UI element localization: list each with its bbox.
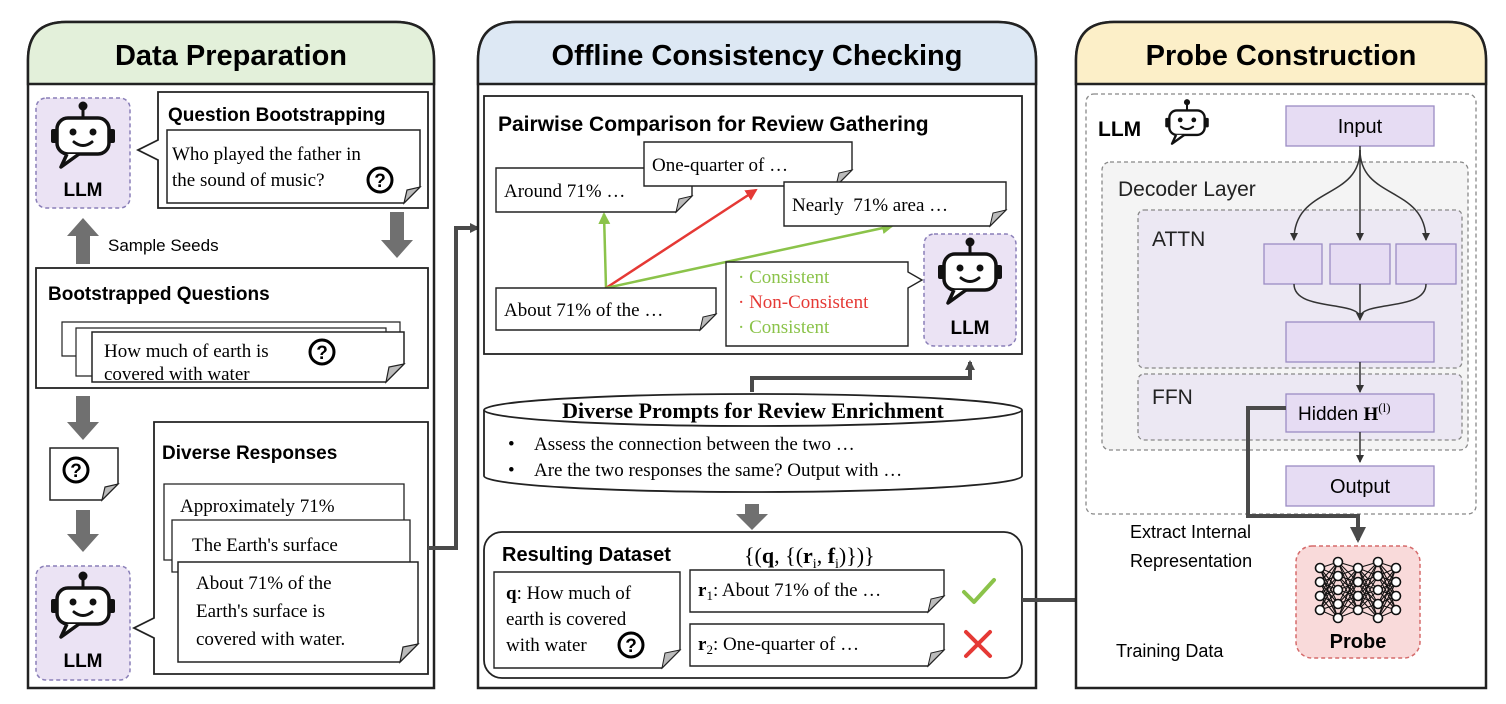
attention-head (1263, 243, 1323, 285)
question-mark-icon (62, 456, 90, 484)
response-1: Approximately 71% (180, 496, 335, 517)
prompt-bullet: • (508, 434, 515, 455)
attn-label: ATTN (1152, 228, 1205, 251)
bootstrapped-question-line1: How much of earth is (104, 341, 269, 362)
attention-head (1395, 243, 1457, 285)
cross-icon (964, 630, 992, 658)
dataset-formula: {(q, {(ri, fi)})} (744, 543, 875, 572)
response-nearly: Nearly 71% area … (792, 195, 948, 216)
llm-label: LLM (63, 651, 102, 672)
prompt-item-1: Assess the connection between the two … (534, 434, 855, 455)
llm-badge-bottom: LLM (35, 565, 131, 681)
down-arrow-icon (736, 504, 768, 530)
response-3-line2: Earth's surface is (196, 601, 325, 622)
resulting-dataset-title: Resulting Dataset (502, 544, 671, 566)
probe-construction-panel: Probe Construction LLM Decoder Layer ATT… (1074, 20, 1488, 690)
down-arrow-icon (67, 396, 99, 440)
llm-label: LLM (950, 318, 989, 339)
review-row-2-text: r2: One-quarter of … (698, 634, 859, 657)
bootstrapped-question-line2: covered with water (104, 364, 250, 385)
response-3-line1: About 71% of the (196, 573, 332, 594)
consistency-arrow (598, 212, 611, 289)
consistency-arrow (605, 222, 894, 290)
extract-label-line1: Extract Internal (1130, 522, 1251, 542)
question-bootstrapping-title: Question Bootstrapping (168, 105, 385, 126)
verdict-card (725, 261, 924, 347)
check-icon (962, 578, 996, 604)
decoder-layer-label: Decoder Layer (1118, 178, 1256, 201)
offline-consistency-title: Offline Consistency Checking (552, 40, 963, 72)
query-line3: with water (506, 635, 587, 656)
output-label: Output (1330, 476, 1390, 498)
diverse-responses-title: Diverse Responses (162, 443, 337, 464)
question-mark-icon (617, 631, 645, 659)
consistency-arrow (605, 188, 758, 290)
sample-seeds-label: Sample Seeds (108, 236, 219, 255)
pairwise-comparison-card: Pairwise Comparison for Review Gathering… (483, 95, 1023, 355)
question-card-small (49, 447, 120, 502)
response-quarter: One-quarter of … (652, 155, 788, 176)
output-module (1285, 465, 1435, 507)
llm-arch-label: LLM (1098, 118, 1141, 141)
data-preparation-panel: Data Preparation LLM Question Bootstrapp… (26, 20, 436, 690)
response-around: Around 71% … (504, 181, 625, 202)
verdict-2: · Non-Consistent (738, 292, 869, 313)
down-arrow-icon (67, 510, 99, 552)
prompt-item-2: Are the two responses the same? Output w… (534, 460, 902, 481)
query-line2: earth is covered (506, 609, 627, 630)
data-preparation-title: Data Preparation (115, 40, 347, 72)
probe-model: Probe (1295, 545, 1421, 659)
connector (1359, 149, 1430, 241)
resulting-dataset-card: Resulting Dataset {(q, {(ri, fi)})} q: H… (483, 531, 1023, 679)
seed-question-line2: the sound of music? (172, 170, 325, 191)
attention-head (1329, 243, 1391, 285)
hidden-state-module (1285, 393, 1435, 433)
down-arrow-icon (381, 212, 413, 258)
pairwise-comparison-title: Pairwise Comparison for Review Gathering (498, 113, 929, 136)
question-mark-icon (308, 338, 336, 366)
llm-label: LLM (63, 180, 102, 201)
ffn-label: FFN (1152, 386, 1193, 409)
prompt-bullet: • (508, 460, 515, 481)
input-module (1285, 105, 1435, 147)
response-3-line3: covered with water. (196, 629, 345, 650)
query-line1: q: How much of (506, 583, 632, 604)
offline-consistency-panel: Offline Consistency Checking Pairwise Co… (476, 20, 1038, 690)
verdict-1: · Consistent (738, 267, 830, 288)
question-bootstrapping-card: Question Bootstrapping Who played the fa… (135, 91, 429, 209)
flow-arrow (428, 223, 480, 550)
up-arrow-icon (67, 218, 99, 264)
training-data-label: Training Data (1116, 641, 1224, 661)
diverse-responses-card: Diverse Responses Approximately 71% The … (131, 421, 429, 675)
hidden-state-label: Hidden H(l) (1298, 400, 1391, 425)
bootstrapped-questions-title: Bootstrapped Questions (48, 284, 270, 305)
verdict-3: · Consistent (738, 317, 830, 338)
extract-label-line2: Representation (1130, 551, 1252, 571)
llm-badge-judge: LLM (923, 233, 1017, 347)
llm-badge-top: LLM (35, 97, 131, 209)
diverse-prompts-title: Diverse Prompts for Review Enrichment (562, 398, 944, 423)
probe-construction-title: Probe Construction (1146, 40, 1417, 72)
bootstrapped-questions-card: Bootstrapped Questions How much of earth… (35, 267, 429, 389)
response-about: About 71% of the … (504, 300, 663, 321)
question-mark-icon (366, 166, 394, 194)
response-2: The Earth's surface (192, 535, 338, 556)
probe-label: Probe (1330, 631, 1387, 653)
diverse-prompts-cylinder: Diverse Prompts for Review Enrichment • … (483, 393, 1023, 493)
seed-question-line1: Who played the father in (172, 144, 361, 165)
attention-output (1285, 321, 1435, 363)
extract-arrow (1246, 406, 1366, 543)
input-label: Input (1338, 116, 1383, 138)
review-row-1-text: r1: About 71% of the … (698, 580, 881, 603)
flow-arrow (750, 360, 975, 392)
connector (1290, 149, 1361, 241)
